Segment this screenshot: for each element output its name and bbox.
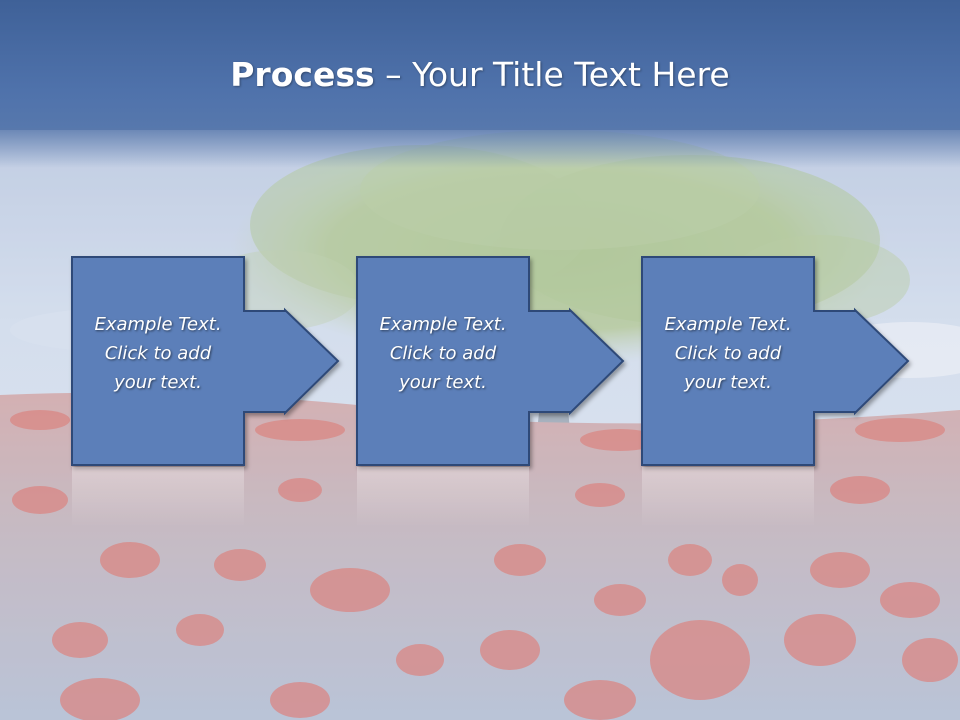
step-3-line-3: your text. [684, 372, 772, 393]
title-rest-part: – Your Title Text Here [374, 55, 730, 94]
process-step-3-text[interactable]: Example Text. Click to add your text. [642, 310, 814, 397]
slide-title[interactable]: Process – Your Title Text Here [0, 52, 960, 98]
step-2-line-1: Example Text. [379, 314, 507, 335]
step-1-line-1: Example Text. [94, 314, 222, 335]
process-step-2-text[interactable]: Example Text. Click to add your text. [357, 310, 529, 397]
process-step-3[interactable] [641, 256, 910, 527]
step-2-line-2: Click to add [389, 343, 497, 364]
step-3-line-1: Example Text. [664, 314, 792, 335]
step-1-line-3: your text. [114, 372, 202, 393]
step-3-line-2: Click to add [674, 343, 782, 364]
step-1-line-2: Click to add [104, 343, 212, 364]
process-step-1[interactable] [71, 256, 340, 527]
title-bar-fade [0, 128, 960, 168]
process-step-2[interactable] [356, 256, 625, 527]
step-2-line-3: your text. [399, 372, 487, 393]
process-step-1-text[interactable]: Example Text. Click to add your text. [72, 310, 244, 397]
title-bold-part: Process [230, 55, 375, 94]
title-bar [0, 0, 960, 130]
